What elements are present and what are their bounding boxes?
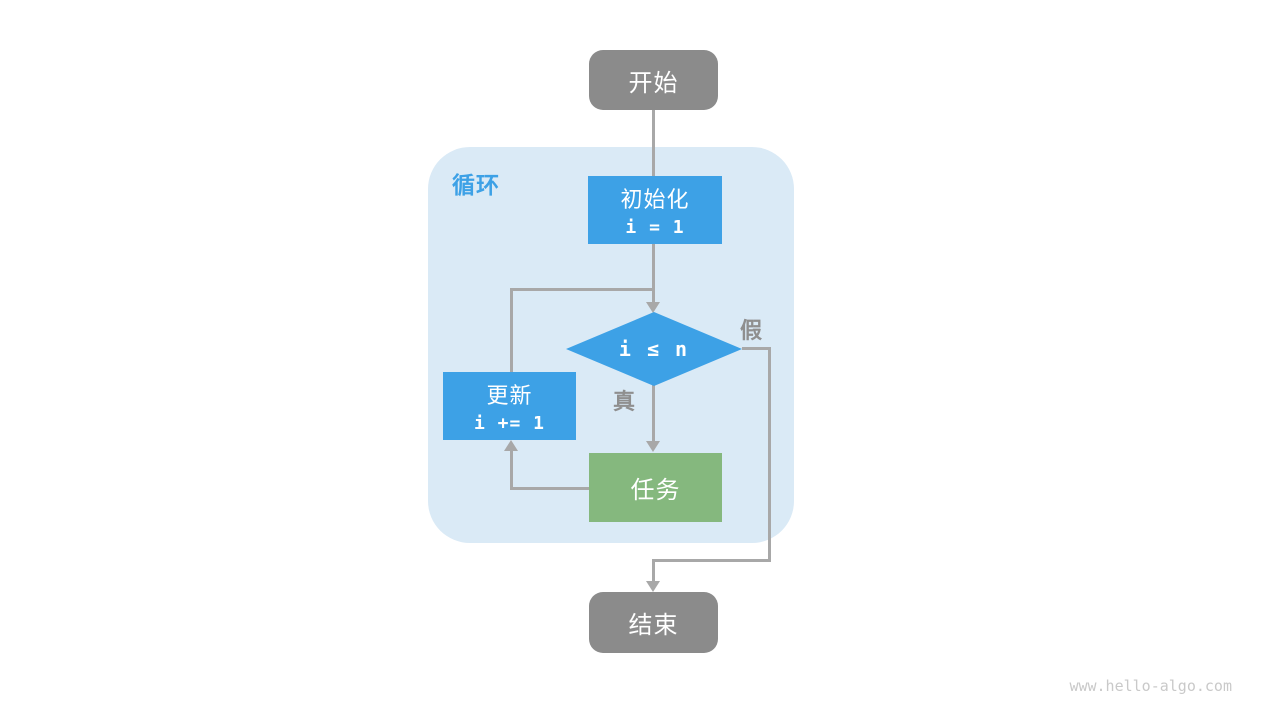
init-node-label: 初始化 (620, 187, 690, 212)
update-node-code: i += 1 (473, 413, 546, 434)
edge-false-to-end (652, 559, 655, 582)
edge-task-to-update-vertical (510, 451, 513, 490)
watermark: www.hello-algo.com (1069, 677, 1232, 695)
end-node: 结束 (589, 592, 718, 653)
edge-start-to-init (652, 110, 655, 176)
init-node-code: i = 1 (625, 217, 685, 238)
loop-label: 循环 (452, 172, 500, 198)
edge-false-vertical-right (768, 347, 771, 562)
edge-false-horizontal-bottom (652, 559, 771, 562)
edge-loopback-vertical (510, 288, 513, 372)
task-node: 任务 (589, 453, 722, 522)
false-branch-label: 假 (740, 318, 763, 343)
init-node: 初始化 i = 1 (588, 176, 722, 244)
edge-task-to-update-horizontal (510, 487, 590, 490)
edge-false-horizontal-top (742, 347, 771, 350)
end-node-label: 结束 (628, 612, 679, 639)
task-node-label: 任务 (630, 477, 681, 504)
update-node: 更新 i += 1 (443, 372, 576, 440)
edge-condition-to-task (652, 384, 655, 441)
edge-loopback-horizontal (510, 288, 655, 291)
start-node-label: 开始 (628, 69, 679, 97)
start-node: 开始 (589, 50, 718, 110)
arrowhead-into-task-icon (646, 441, 660, 452)
arrowhead-into-update-icon (504, 440, 518, 451)
update-node-label: 更新 (486, 383, 533, 408)
arrowhead-into-end-icon (646, 581, 660, 592)
true-branch-label: 真 (613, 389, 636, 414)
condition-node-code: i ≤ n (618, 337, 690, 361)
edge-init-to-condition (652, 243, 655, 303)
arrowhead-into-condition-icon (646, 302, 660, 313)
